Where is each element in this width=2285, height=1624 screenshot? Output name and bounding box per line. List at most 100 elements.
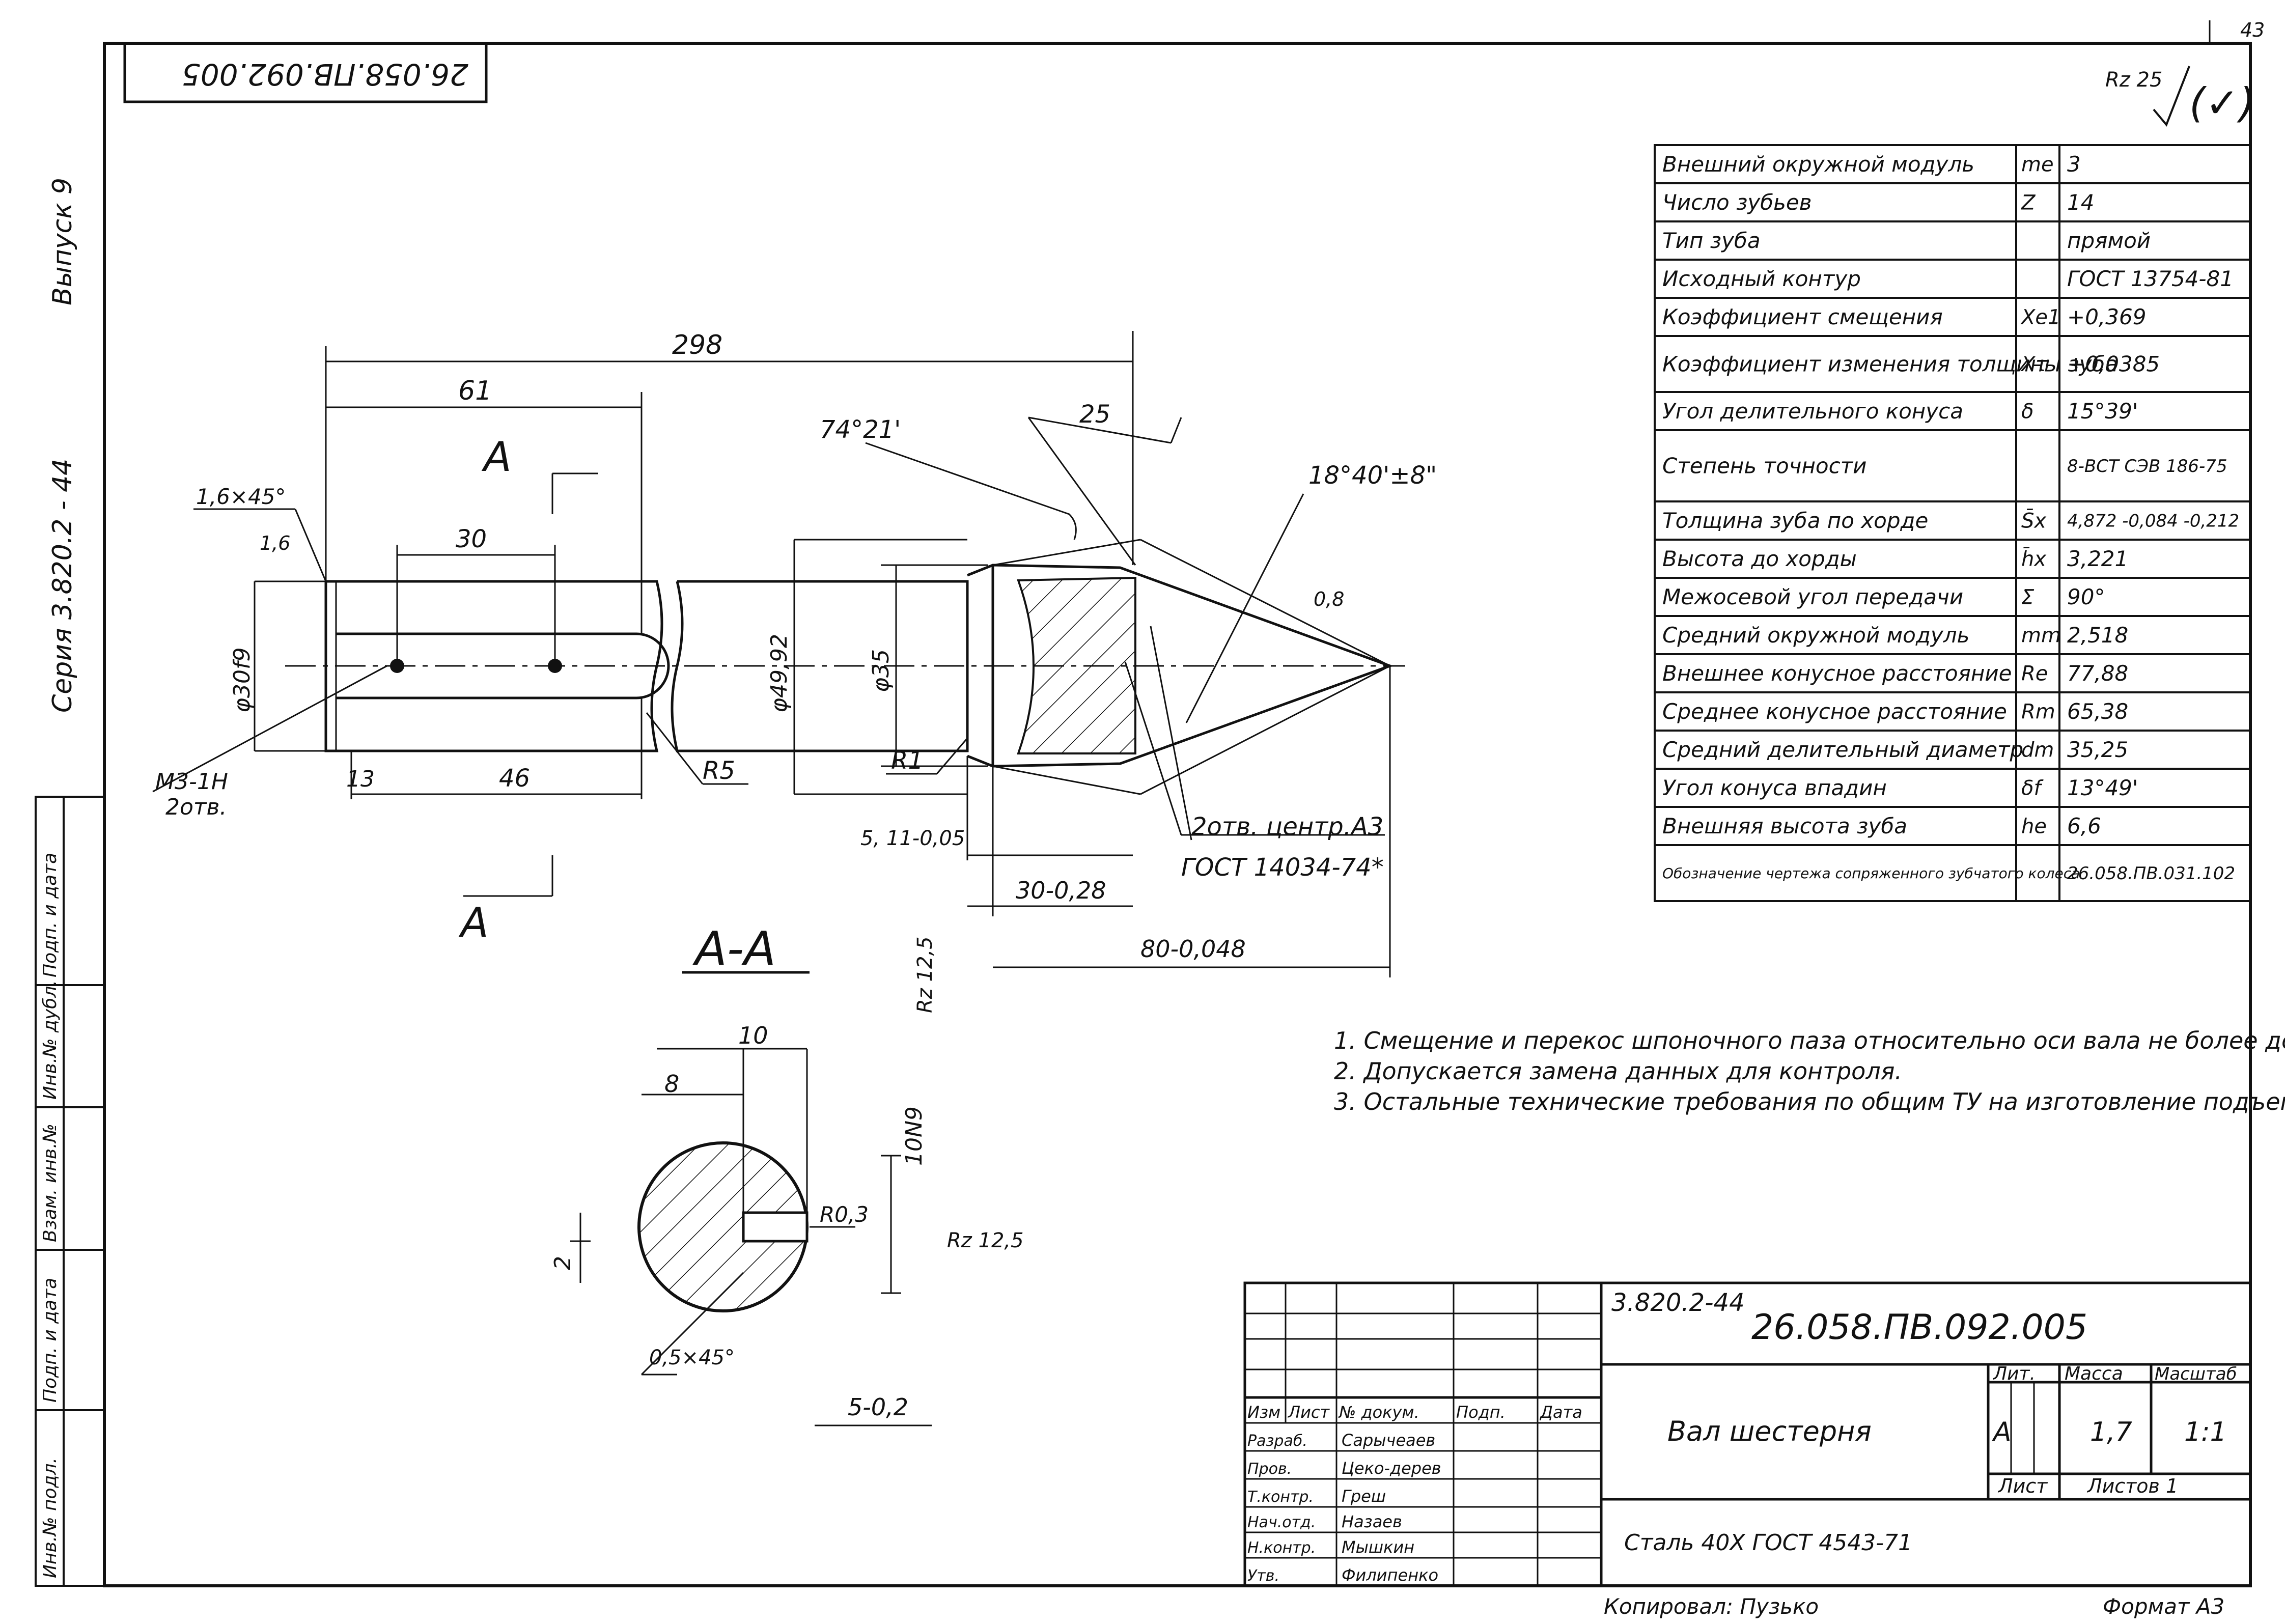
param-symbol: δ	[2021, 400, 2033, 424]
svg-text:13: 13	[346, 766, 375, 792]
param-value: 4,872 -0,084 -0,212	[2067, 511, 2239, 531]
param-value: 6,6	[2067, 814, 2101, 838]
svg-text:ГОСТ 14034-74*: ГОСТ 14034-74*	[1181, 853, 1384, 882]
param-name: Коэффициент смещения	[1662, 304, 1943, 329]
svg-text:φ49,92: φ49,92	[766, 634, 792, 713]
param-value: 8-ВСТ СЭВ 186-75	[2067, 456, 2227, 477]
dimension-labels: 298 61 30 46 13 25 1,6×45° 74°21' 18°40'…	[155, 330, 1437, 1013]
svg-text:0,5×45°: 0,5×45°	[649, 1346, 735, 1369]
svg-text:2: 2	[550, 1256, 576, 1270]
svg-text:10: 10	[738, 1022, 768, 1049]
param-name: Высота до хорды	[1662, 546, 1857, 571]
section-a-a: А-А 10 8 10N9 R0,3 Rz 12,5 2 0,5×45° 5-0…	[550, 921, 1024, 1426]
tb-part-name: Вал шестерня	[1667, 1415, 1872, 1447]
surface-finish-symbol: Rz 25 (✓)	[2105, 66, 2255, 127]
svg-text:0,8: 0,8	[1314, 588, 1344, 610]
param-name: Толщина зуба по хорде	[1662, 508, 1928, 533]
seria-label: Серия 3.820.2 - 44	[47, 459, 78, 713]
param-name: Внешняя высота зуба	[1662, 814, 1907, 838]
stamp-box	[123, 42, 488, 103]
tb-col-header: № докум.	[1338, 1403, 1419, 1422]
param-name: Степень точности	[1662, 454, 1866, 479]
margin-stamp	[35, 796, 105, 1587]
svg-text:74°21': 74°21'	[820, 415, 901, 444]
param-name: Обозначение чертежа сопряженного зубчато…	[1662, 865, 2080, 882]
param-value: 14	[2067, 190, 2094, 215]
param-symbol: Xe1	[2020, 306, 2060, 329]
param-value: 15°39'	[2067, 399, 2138, 424]
section-title: А-А	[692, 921, 776, 976]
tb-col-header: Дата	[1539, 1403, 1582, 1422]
tb-format: Формат А3	[2103, 1594, 2224, 1619]
tb-person: Мышкин	[1342, 1537, 1414, 1557]
tb-person: Назаев	[1342, 1512, 1402, 1531]
param-name: Внешнее конусное расстояние	[1662, 661, 2012, 686]
svg-text:(✓): (✓)	[2189, 79, 2255, 127]
param-name: Коэффициент изменения толщины зуба	[1662, 352, 2118, 377]
margin-col-5: Подп. и дата	[40, 853, 61, 977]
svg-text:1:1: 1:1	[2184, 1417, 2227, 1447]
param-value: 65,38	[2067, 699, 2128, 724]
svg-text:M3-1H: M3-1H	[155, 769, 228, 795]
svg-text:2отв. центр.А3: 2отв. центр.А3	[1191, 813, 1383, 841]
tb-role: Пров.	[1247, 1460, 1292, 1478]
svg-text:1. Смещение и перекос шпоночно: 1. Смещение и перекос шпоночного паза от…	[1334, 1027, 2285, 1054]
param-name: Средний окружной модуль	[1662, 623, 1969, 648]
param-value: 2,518	[2067, 623, 2128, 648]
param-name: Угол конуса впадин	[1662, 775, 1887, 800]
svg-text:5, 11-0,05: 5, 11-0,05	[860, 827, 965, 850]
drawing-frame	[103, 42, 2252, 1587]
param-name: Среднее конусное расстояние	[1662, 699, 2007, 724]
gear-tooth-section-hatch	[1017, 576, 1136, 754]
svg-text:R1: R1	[891, 746, 924, 775]
param-value: 90°	[2067, 584, 2105, 609]
svg-text:5-0,2: 5-0,2	[848, 1393, 908, 1421]
shaft-main-view	[285, 539, 1405, 795]
svg-text:φ30f9: φ30f9	[229, 648, 255, 713]
tb-role: Т.контр.	[1247, 1488, 1314, 1506]
param-value: 26.058.ПВ.031.102	[2067, 863, 2235, 884]
tb-col-header: Изм	[1247, 1403, 1280, 1422]
svg-text:Лит.: Лит.	[1992, 1363, 2036, 1384]
tb-role: Нач.отд.	[1247, 1514, 1316, 1531]
param-name: Внешний окружной модуль	[1662, 152, 1974, 177]
margin-col-2: Подп. и дата	[40, 1278, 61, 1403]
svg-text:А: А	[481, 433, 512, 481]
tb-copied: Копировал: Пузько	[1604, 1594, 1819, 1619]
param-symbol: S̄x	[2021, 508, 2046, 533]
param-name: Межосевой угол передачи	[1662, 584, 1963, 609]
svg-text:Масштаб: Масштаб	[2155, 1364, 2237, 1384]
param-value: прямой	[2067, 228, 2151, 253]
svg-text:Масса: Масса	[2065, 1363, 2123, 1384]
svg-text:18°40'±8": 18°40'±8"	[1308, 461, 1437, 490]
title-block: 3.820.2-44 26.058.ПВ.092.005 Вал шестерн…	[1243, 1281, 2252, 1619]
param-value: 3	[2067, 152, 2081, 177]
param-name: Исходный контур	[1662, 266, 1861, 291]
svg-text:1,6: 1,6	[260, 532, 290, 554]
param-name: Средний делительный диаметр	[1662, 737, 2023, 762]
tb-person: Филипенко	[1342, 1565, 1438, 1585]
param-symbol: Re	[2021, 662, 2048, 686]
param-symbol: Rm	[2021, 701, 2055, 724]
tb-designation: 26.058.ПВ.092.005	[1751, 1307, 2087, 1348]
margin-col-1: Инв.№ подл.	[40, 1458, 61, 1578]
param-symbol: h̄x	[2021, 546, 2046, 571]
svg-text:Листов 1: Листов 1	[2086, 1475, 2178, 1497]
margin-col-4: Инв.№ дубл.	[40, 980, 61, 1100]
tb-person: Цеко-дерев	[1342, 1459, 1441, 1478]
svg-text:1,7: 1,7	[2090, 1417, 2132, 1447]
svg-text:30: 30	[456, 525, 487, 553]
stamp-rotated-designation: 26.058.ПВ.092.005	[182, 57, 468, 92]
tb-col-header: Лист	[1288, 1403, 1330, 1422]
svg-text:8: 8	[664, 1070, 679, 1098]
svg-text:3. Остальные технические требо: 3. Остальные технические требования по о…	[1334, 1088, 2285, 1115]
param-name: Число зубьев	[1662, 190, 1812, 215]
svg-text:А: А	[458, 899, 489, 946]
tb-series: 3.820.2-44	[1611, 1289, 1745, 1317]
param-value: 77,88	[2067, 661, 2128, 686]
svg-text:10N9: 10N9	[901, 1106, 927, 1166]
svg-text:61: 61	[458, 376, 492, 406]
svg-text:R0,3: R0,3	[820, 1202, 869, 1227]
